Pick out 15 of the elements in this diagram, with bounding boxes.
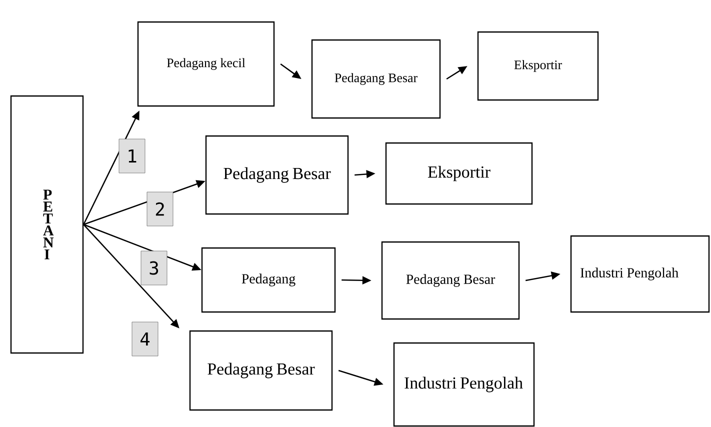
process-box: Pedagang Besar [311,39,441,119]
process-box: Eksportir [385,142,533,205]
callout-number: 3 [140,250,168,286]
process-box: Pedagang [201,247,336,313]
process-box: P E T A N I [10,95,84,354]
callout-number: 2 [146,192,174,226]
callout-number: 1 [118,138,146,174]
process-box: Pedagang kecil [137,21,275,107]
process-box: Pedagang Besar [381,241,520,320]
process-box: Eksportir [477,31,599,101]
process-box: Industri Pengolah [393,342,535,427]
process-box: Pedagang Besar [205,135,349,215]
process-box: Pedagang Besar [189,330,333,411]
process-box: Industri Pengolah [570,235,710,313]
callout-number: 4 [132,322,158,356]
